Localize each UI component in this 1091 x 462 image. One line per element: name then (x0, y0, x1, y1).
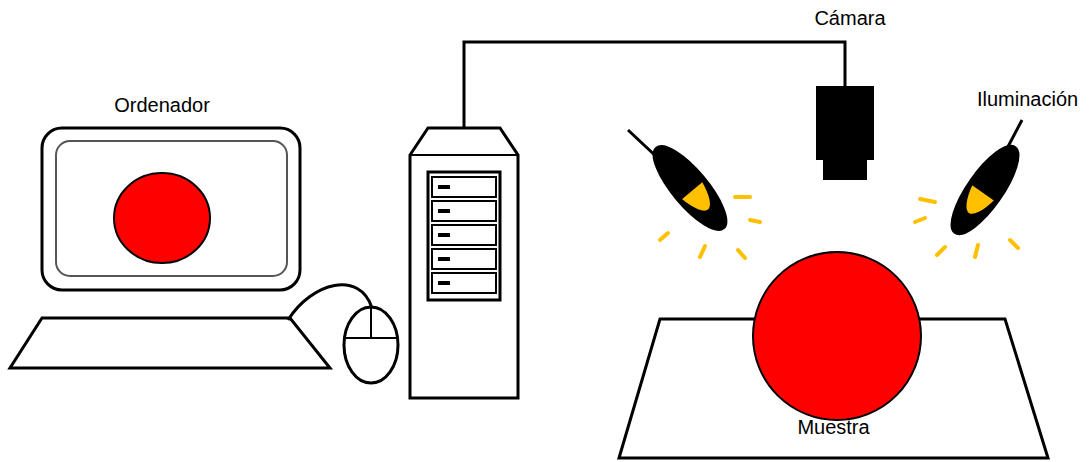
monitor-screen (56, 141, 287, 276)
sample-object (753, 252, 921, 420)
keyboard (10, 318, 330, 368)
part-label: Cámara (814, 6, 885, 30)
camera-cable (464, 42, 845, 130)
drive-panel (428, 172, 500, 300)
platform-shape (617, 318, 1050, 460)
light-rays (915, 199, 1018, 257)
lamp (644, 137, 737, 239)
computer-tower (410, 128, 518, 398)
sample-platform: Muestra (617, 318, 1050, 460)
screen-image (114, 173, 210, 263)
lamp (941, 138, 1029, 243)
monitor-frame (42, 128, 300, 290)
node-label: Muestra (617, 415, 1050, 439)
camera-body (816, 86, 874, 160)
camera-lens (823, 158, 867, 180)
light-rays (660, 197, 760, 258)
mouse (344, 307, 398, 383)
drive-bays (432, 177, 496, 293)
mouse-line (370, 308, 372, 338)
drive-slots (438, 187, 450, 283)
tower-line (410, 154, 518, 156)
part-label: Ordenador (114, 93, 210, 117)
part-label: Iluminación (977, 87, 1078, 111)
